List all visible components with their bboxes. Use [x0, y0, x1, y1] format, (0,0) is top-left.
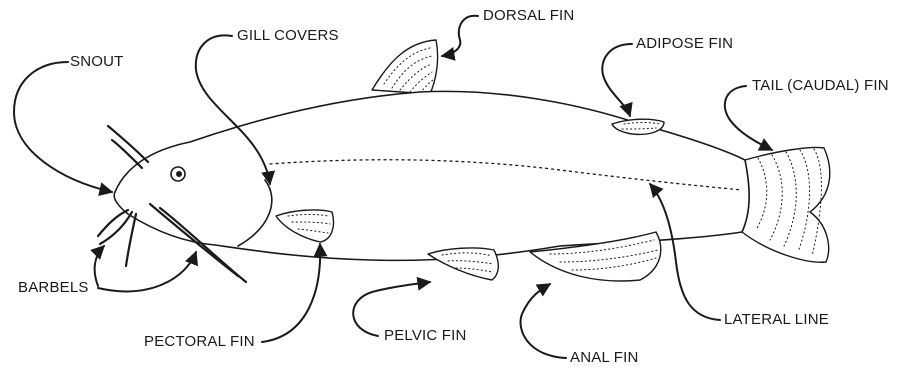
dorsal-fin [372, 40, 438, 94]
pelvic-fin [428, 248, 498, 280]
label-snout: SNOUT [70, 53, 124, 70]
anal-fin-leader [521, 284, 566, 358]
tail-fin-leader [725, 86, 772, 150]
pectoral-fin-leader [262, 244, 320, 342]
label-tail-fin: TAIL (CAUDAL) FIN [752, 77, 889, 94]
label-adipose-fin: ADIPOSE FIN [636, 35, 733, 52]
dorsal-fin-leader [442, 16, 478, 56]
eye [171, 167, 185, 181]
label-lateral-line: LATERAL LINE [724, 311, 829, 328]
label-gill-covers: GILL COVERS [237, 27, 339, 44]
label-pelvic-fin: PELVIC FIN [384, 327, 467, 344]
adipose-fin-leader [602, 44, 632, 116]
label-pectoral-fin: PECTORAL FIN [144, 333, 255, 350]
label-anal-fin: ANAL FIN [570, 349, 639, 366]
label-barbels: BARBELS [18, 279, 89, 296]
barbels-leader-1 [95, 246, 104, 286]
snout-leader [14, 62, 112, 192]
barbels-leader-2 [98, 252, 196, 291]
label-dorsal-fin: DORSAL FIN [483, 7, 574, 24]
tail-fin [742, 148, 830, 263]
